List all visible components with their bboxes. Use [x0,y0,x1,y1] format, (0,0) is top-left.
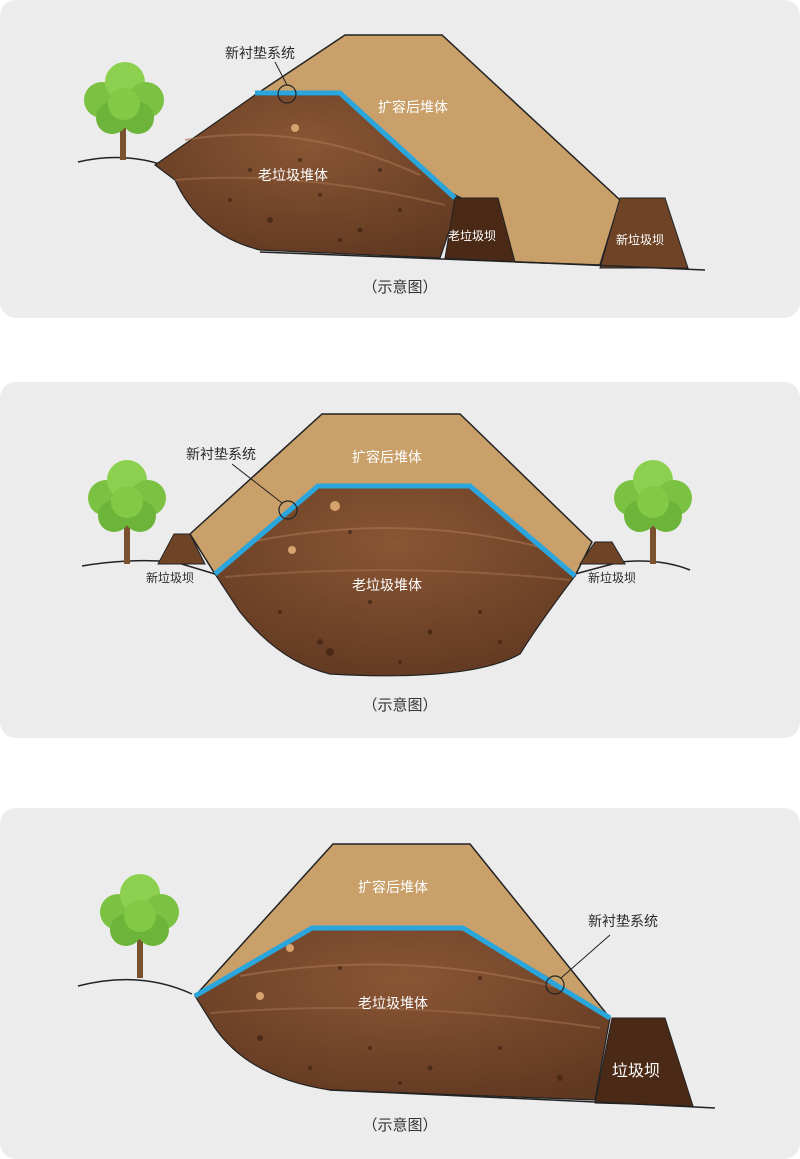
new-liner [255,90,457,200]
diagram-3-svg: 新衬垫系统 扩容后堆体 老垃圾堆体 垃圾坝 [77,843,716,1109]
liner-callout-line [274,61,288,86]
old-waste-label: 老垃圾堆体 [358,996,428,1012]
diagram-1-svg: 新衬垫系统 扩容后堆体 老垃圾堆体 老垃圾坝 新垃圾坝 [77,34,706,271]
new-dam-label: 新垃圾坝 [616,232,664,247]
dam-label: 垃圾坝 [612,1061,660,1080]
new-dam-left [157,533,206,565]
diagram-2-svg: 新衬垫系统 扩容后堆体 老垃圾堆体 新垃圾坝 新垃圾坝 [81,413,692,677]
new-dam-right-label: 新垃圾坝 [588,570,636,585]
old-waste-label: 老垃圾堆体 [258,168,328,184]
tree-icon [84,62,164,160]
old-waste-label: 老垃圾堆体 [352,578,422,594]
old-dam-label: 老垃圾坝 [448,228,496,243]
caption: （示意图） [362,1116,438,1134]
caption: （示意图） [362,696,438,714]
diagram-panel-1: 新衬垫系统 扩容后堆体 老垃圾堆体 老垃圾坝 新垃圾坝 （示意图） [0,0,800,318]
expanded-pile-label: 扩容后堆体 [352,449,422,466]
ground-line [77,978,193,995]
new-dam-left-label: 新垃圾坝 [146,570,194,585]
expanded-pile-label: 扩容后堆体 [358,879,428,896]
liner-callout-line [231,463,283,504]
ground-line [77,156,161,165]
liner-label: 新衬垫系统 [186,447,256,463]
tree-icon [100,874,179,978]
liner-callout-line [560,934,611,979]
liner-label: 新衬垫系统 [225,46,295,62]
new-dam-right [579,541,626,565]
caption: （示意图） [362,278,438,296]
liner-callout-circle [545,975,565,995]
new-liner [193,925,612,1021]
expanded-pile-label: 扩容后堆体 [378,99,448,116]
liner-callout-circle [278,500,298,520]
base-ground-line [329,1089,716,1109]
new-liner [213,483,577,578]
old-waste-pile [194,927,611,1101]
liner-label: 新衬垫系统 [588,914,658,930]
tree-icon [88,460,166,564]
diagram-panel-3: 新衬垫系统 扩容后堆体 老垃圾堆体 垃圾坝 （示意图） [0,808,800,1159]
tree-icon [614,460,692,564]
diagram-panel-2: 新衬垫系统 扩容后堆体 老垃圾堆体 新垃圾坝 新垃圾坝 （示意图） [0,382,800,738]
base-ground-line [259,251,706,271]
